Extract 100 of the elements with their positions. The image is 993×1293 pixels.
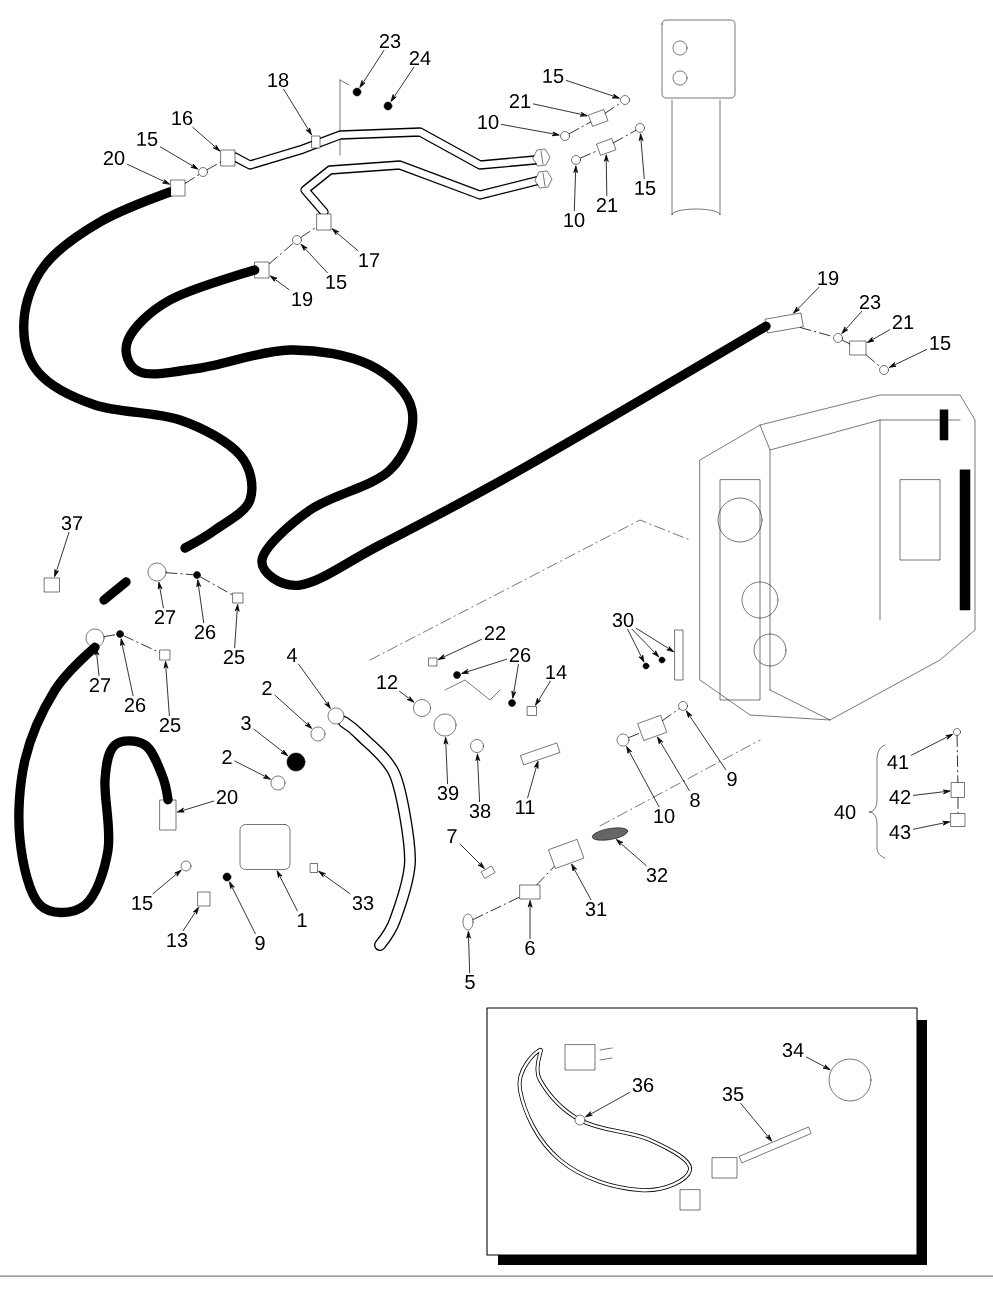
callout-number: 20 (216, 789, 238, 805)
callout-number: 21 (596, 198, 618, 212)
leader-line (163, 661, 170, 717)
valve (239, 824, 291, 870)
callout-number: 23 (379, 33, 401, 49)
washer (292, 235, 302, 245)
center-line (865, 354, 881, 368)
leader-line (54, 531, 70, 577)
center-line (184, 174, 200, 184)
center-line (628, 732, 642, 738)
hose-clamp (147, 562, 167, 582)
fitting (637, 715, 667, 741)
leader-line (657, 736, 690, 792)
leader-line (459, 843, 485, 869)
callout-number: 23 (859, 294, 881, 310)
leader-line (571, 864, 592, 901)
callout-number: 10 (564, 212, 585, 228)
leader-line (94, 648, 100, 677)
center-line (206, 161, 222, 171)
callout-number: 21 (892, 315, 914, 329)
callout-number: 9 (255, 935, 265, 951)
callout-number: 24 (409, 51, 431, 65)
center-line (472, 896, 521, 920)
leader-line (867, 329, 890, 343)
washer (953, 728, 961, 736)
leader-line (300, 244, 328, 274)
callout-number: 5 (465, 975, 475, 989)
suction-tube (548, 839, 584, 869)
callout-number: 2 (222, 750, 232, 764)
washer (620, 95, 630, 105)
center-line (612, 129, 637, 144)
callout-number: 38 (469, 803, 491, 819)
spacer (44, 577, 60, 593)
leader-line (527, 900, 533, 940)
callout-number: 32 (646, 867, 668, 883)
hose-fitting (159, 799, 177, 831)
leader-line (527, 761, 539, 799)
callout-number: 6 (525, 940, 535, 956)
center-line (123, 635, 161, 653)
leader-line (626, 746, 660, 808)
center-line (580, 149, 599, 159)
callout-number: 36 (632, 1077, 654, 1093)
callout-number: 15 (635, 181, 656, 195)
hose (121, 265, 771, 590)
hose-clamp (85, 628, 105, 648)
nut (453, 671, 461, 679)
callout-number: 2 (262, 681, 272, 695)
callout-number: 8 (690, 792, 700, 808)
washer (180, 860, 192, 872)
hose-fitting (764, 312, 804, 334)
center-line (604, 102, 622, 114)
callout-number: 26 (194, 624, 216, 640)
center-line (957, 797, 959, 814)
callout-number: 19 (818, 270, 839, 286)
callout-number: 31 (585, 901, 607, 917)
cable-sleeve (574, 1114, 586, 1126)
elbow-fitting (950, 813, 966, 827)
switch (197, 891, 211, 907)
o-ring (462, 913, 474, 931)
callout-number: 15 (326, 275, 347, 289)
callout-number: 3 (241, 715, 251, 731)
washer (222, 872, 232, 882)
washer (833, 333, 843, 343)
leader-line (274, 694, 312, 729)
callout-number: 25 (159, 717, 181, 733)
leader-line (638, 133, 645, 180)
leader-line (438, 638, 482, 660)
center-line (300, 226, 318, 238)
leader-line (276, 870, 298, 912)
leader-line (234, 604, 240, 649)
callout-number: 40 (834, 804, 856, 820)
leader-line (511, 663, 519, 699)
callout-number: 4 (286, 648, 297, 662)
leader-line (566, 80, 620, 99)
hose-fitting (170, 179, 186, 197)
leader-line (443, 737, 449, 785)
callout-number: 12 (377, 675, 398, 689)
leader-line (127, 163, 170, 185)
leader-line (298, 663, 331, 709)
callout-number: 39 (437, 785, 459, 801)
bolt (658, 656, 666, 664)
leader-line (604, 154, 609, 197)
bolt (310, 863, 318, 873)
strap (674, 629, 684, 681)
leader-line (177, 800, 214, 813)
leader-line (533, 103, 588, 117)
leader-line (152, 869, 182, 895)
callout-number: 26 (124, 697, 146, 713)
callout-number: 1 (297, 913, 307, 927)
center-line (165, 572, 194, 576)
leader-line (913, 820, 950, 830)
leader-line (283, 88, 312, 135)
leader-line (390, 66, 415, 102)
nut (116, 630, 124, 638)
leader-line (270, 275, 290, 291)
bolt (232, 592, 244, 604)
leader-line (157, 582, 164, 609)
leader-line (585, 1092, 630, 1118)
center-line (103, 634, 117, 637)
callout-number: 25 (223, 649, 245, 665)
